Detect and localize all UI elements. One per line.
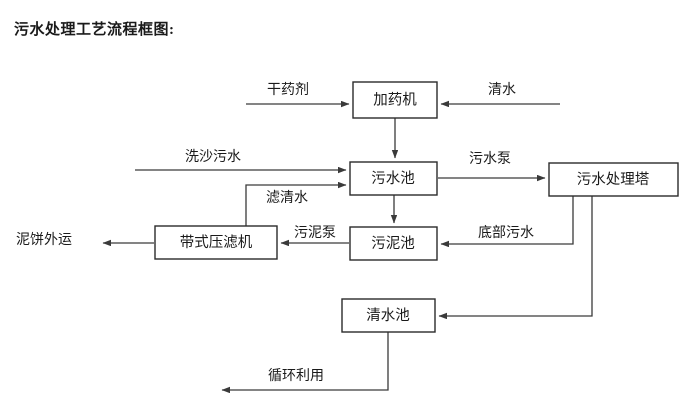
page-title: 污水处理工艺流程框图: <box>14 22 175 38</box>
node-label-sludge-pool: 污泥池 <box>371 235 415 252</box>
edge-label-bottom-sewage: 底部污水 <box>478 225 534 241</box>
edge-label-sand-wash-sewage: 洗沙污水 <box>185 149 241 165</box>
connector-layer <box>102 100 593 394</box>
node-wastewater-pool[interactable]: 污水池 <box>349 161 438 196</box>
node-label-dosing-machine: 加药机 <box>373 91 417 108</box>
node-box-clear-water-pool[interactable] <box>341 298 436 333</box>
node-box-dosing-machine[interactable] <box>352 81 438 119</box>
node-treatment-tower[interactable]: 污水处理塔 <box>548 162 679 197</box>
node-belt-filter-press[interactable]: 带式压滤机 <box>154 225 278 260</box>
connector-treatment-tower-to-sludge-pool <box>440 196 574 248</box>
edge-label-layer: 干药剂 清水 洗沙污水 滤清水 污水泵 污泥泵 底部污水 泥饼外运 循环利用 <box>16 82 534 384</box>
node-dosing-machine[interactable]: 加药机 <box>352 81 438 119</box>
node-label-wastewater-pool: 污水池 <box>371 170 415 187</box>
edge-label-recycle-reuse: 循环利用 <box>268 368 324 384</box>
edge-label-sewage-pump: 污水泵 <box>469 151 511 167</box>
edge-label-sludge-pump: 污泥泵 <box>294 225 336 241</box>
io-label-mud-cake-output: 泥饼外运 <box>16 232 72 248</box>
edge-label-filtered-water: 滤清水 <box>266 190 308 206</box>
node-label-treatment-tower: 污水处理塔 <box>577 171 650 188</box>
node-box-belt-filter-press[interactable] <box>154 225 278 260</box>
node-sludge-pool[interactable]: 污泥池 <box>349 226 438 261</box>
node-box-treatment-tower[interactable] <box>548 162 679 197</box>
node-label-clear-water-pool: 清水池 <box>366 307 410 324</box>
connector-clear-water-pool-to-recycle <box>221 332 389 394</box>
edge-label-clean-water: 清水 <box>488 82 516 98</box>
connector-treatment-tower-to-clear-water-pool <box>438 196 593 320</box>
connector-filtered-water-to-wastewater-pool <box>245 181 347 226</box>
node-label-belt-filter-press: 带式压滤机 <box>180 234 253 251</box>
edge-label-dry-reagent: 干药剂 <box>267 82 309 98</box>
node-box-sludge-pool[interactable] <box>349 226 438 261</box>
node-clear-water-pool[interactable]: 清水池 <box>341 298 436 333</box>
node-box-wastewater-pool[interactable] <box>349 161 438 196</box>
